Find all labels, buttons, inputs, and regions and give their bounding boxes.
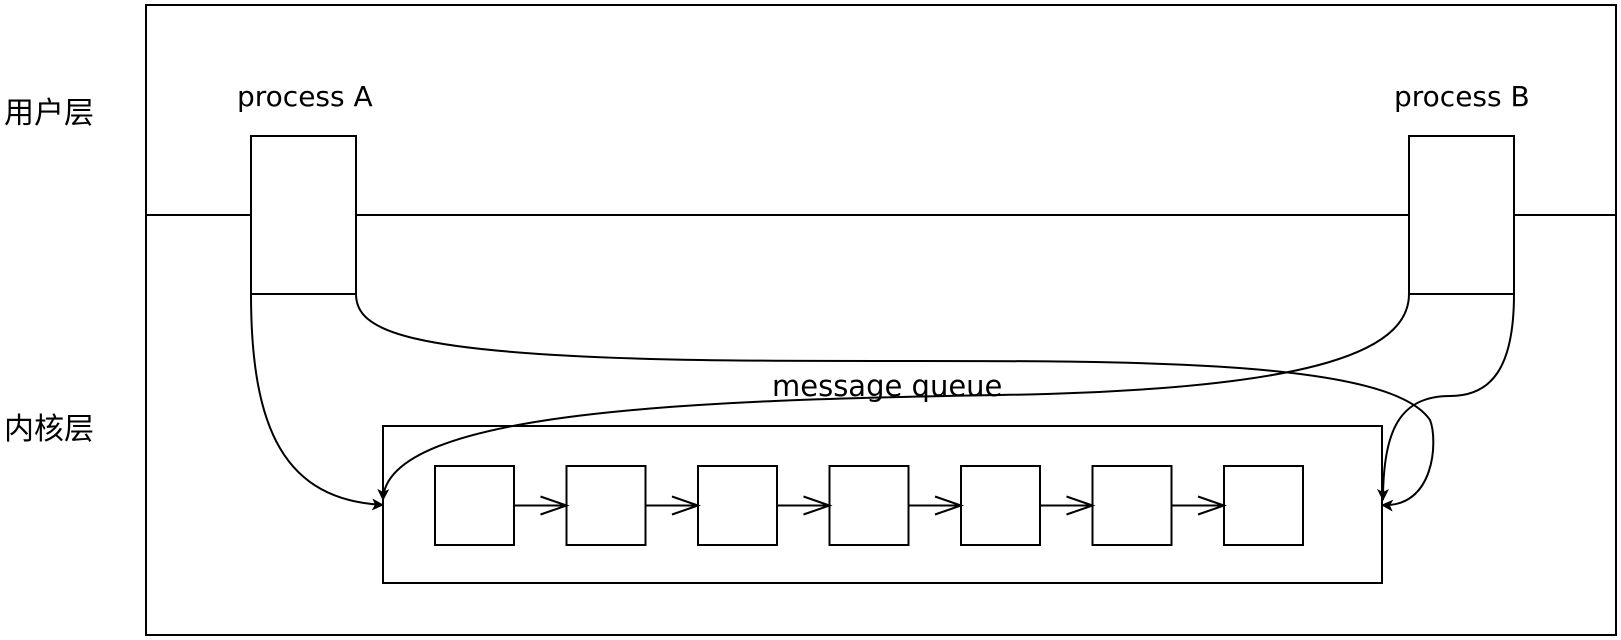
queue-node	[697, 465, 778, 546]
queue-node	[565, 465, 647, 546]
kernel-layer-label: 内核层	[4, 412, 94, 447]
process-a-to-queue-left-arrow	[250, 293, 384, 511]
queue-link-arrow	[777, 495, 833, 516]
process-b-to-queue-right-arrow	[1377, 293, 1515, 501]
queue-link-arrow	[908, 495, 965, 516]
queue-link-arrow	[1040, 495, 1096, 516]
user-layer-label: 用户层	[4, 96, 94, 131]
queue-nodes	[434, 465, 1304, 546]
process-b-label: process B	[1394, 80, 1530, 113]
queue-node	[828, 465, 910, 546]
process-a-to-queue-right-arrow	[355, 293, 1435, 512]
queue-node	[434, 465, 515, 546]
process-a-label: process A	[237, 80, 373, 113]
queue-link-arrow	[514, 495, 570, 516]
process-b-box	[1408, 135, 1515, 295]
queue-link-arrow	[645, 495, 702, 516]
queue-node	[960, 465, 1041, 546]
outer-frame	[145, 4, 1617, 636]
process-a-box	[250, 135, 357, 295]
queue-node	[1091, 465, 1173, 546]
queue-node	[1223, 465, 1304, 546]
process-b-to-queue-left-arrow	[377, 293, 1410, 501]
queue-link-arrow	[1171, 495, 1228, 516]
